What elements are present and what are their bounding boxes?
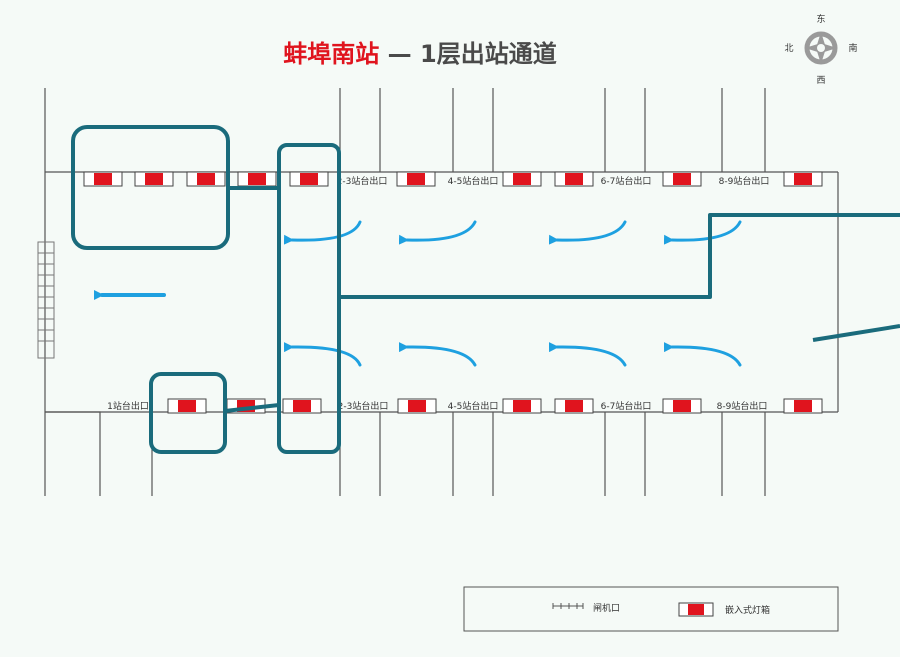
compass-icon: 东 西 南 北 xyxy=(784,13,857,86)
building-walls xyxy=(44,88,839,496)
flow-arrows xyxy=(94,220,742,367)
light-box xyxy=(554,398,594,414)
compass-south: 南 xyxy=(848,42,857,54)
light-box xyxy=(83,171,123,187)
light-box xyxy=(783,171,823,187)
light-box xyxy=(134,171,174,187)
exit-label: 1站台出口 xyxy=(107,400,149,412)
light-box xyxy=(662,171,702,187)
legend-gate-label: 闸机口 xyxy=(593,602,620,614)
exit-label: 6-7站台出口 xyxy=(601,175,652,187)
light-box xyxy=(396,171,436,187)
gate-legend-icon xyxy=(552,603,584,609)
light-box xyxy=(282,398,322,414)
title-subtitle: 1层出站通道 xyxy=(420,40,557,68)
light-box xyxy=(289,171,329,187)
left-arrow-icon xyxy=(663,220,742,245)
page-title: 蚌埠南站 — 1层出站通道 xyxy=(0,34,840,69)
light-box xyxy=(237,171,277,187)
light-box xyxy=(397,398,437,414)
left-arrow-icon xyxy=(548,342,627,367)
exit-label: 2-3站台出口 xyxy=(337,175,388,187)
exit-label: 4-5站台出口 xyxy=(448,400,499,412)
exit-label: 2-3站台出口 xyxy=(338,400,389,412)
light-box xyxy=(186,171,226,187)
light-box-legend-icon xyxy=(678,602,714,617)
left-arrow-icon xyxy=(548,220,627,245)
left-arrow-icon xyxy=(663,342,742,367)
legend: 闸机口 嵌入式灯箱 xyxy=(463,586,839,632)
gate-row xyxy=(37,241,55,359)
highlight-box-top-left xyxy=(71,125,230,250)
light-boxes-top xyxy=(83,171,823,187)
exit-label: 8-9站台出口 xyxy=(717,400,768,412)
highlight-callouts xyxy=(71,125,900,454)
compass-east: 东 xyxy=(816,13,825,25)
title-separator: — xyxy=(387,40,412,68)
light-box xyxy=(502,171,542,187)
exit-labels-top: 2-3站台出口 4-5站台出口 6-7站台出口 8-9站台出口 xyxy=(337,175,770,187)
compass-west: 西 xyxy=(816,75,825,86)
highlight-box-bottom-left xyxy=(149,372,227,454)
exit-label: 4-5站台出口 xyxy=(448,175,499,187)
light-boxes-bottom xyxy=(167,398,823,414)
light-box xyxy=(554,171,594,187)
exit-label: 6-7站台出口 xyxy=(601,400,652,412)
light-box xyxy=(167,398,207,414)
exit-labels-bottom: 1站台出口 2-3站台出口 4-5站台出口 6-7站台出口 8-9站台出口 xyxy=(107,400,767,412)
light-box xyxy=(662,398,702,414)
compass-north: 北 xyxy=(784,43,793,54)
left-arrow-icon xyxy=(398,342,477,367)
station-name: 蚌埠南站 xyxy=(283,40,380,68)
light-box xyxy=(502,398,542,414)
light-box xyxy=(783,398,823,414)
left-arrow-icon xyxy=(283,220,362,245)
legend-light-box-label: 嵌入式灯箱 xyxy=(725,604,770,616)
exit-label: 8-9站台出口 xyxy=(719,175,770,187)
left-arrow-icon xyxy=(283,342,362,367)
left-arrow-icon xyxy=(398,220,477,245)
